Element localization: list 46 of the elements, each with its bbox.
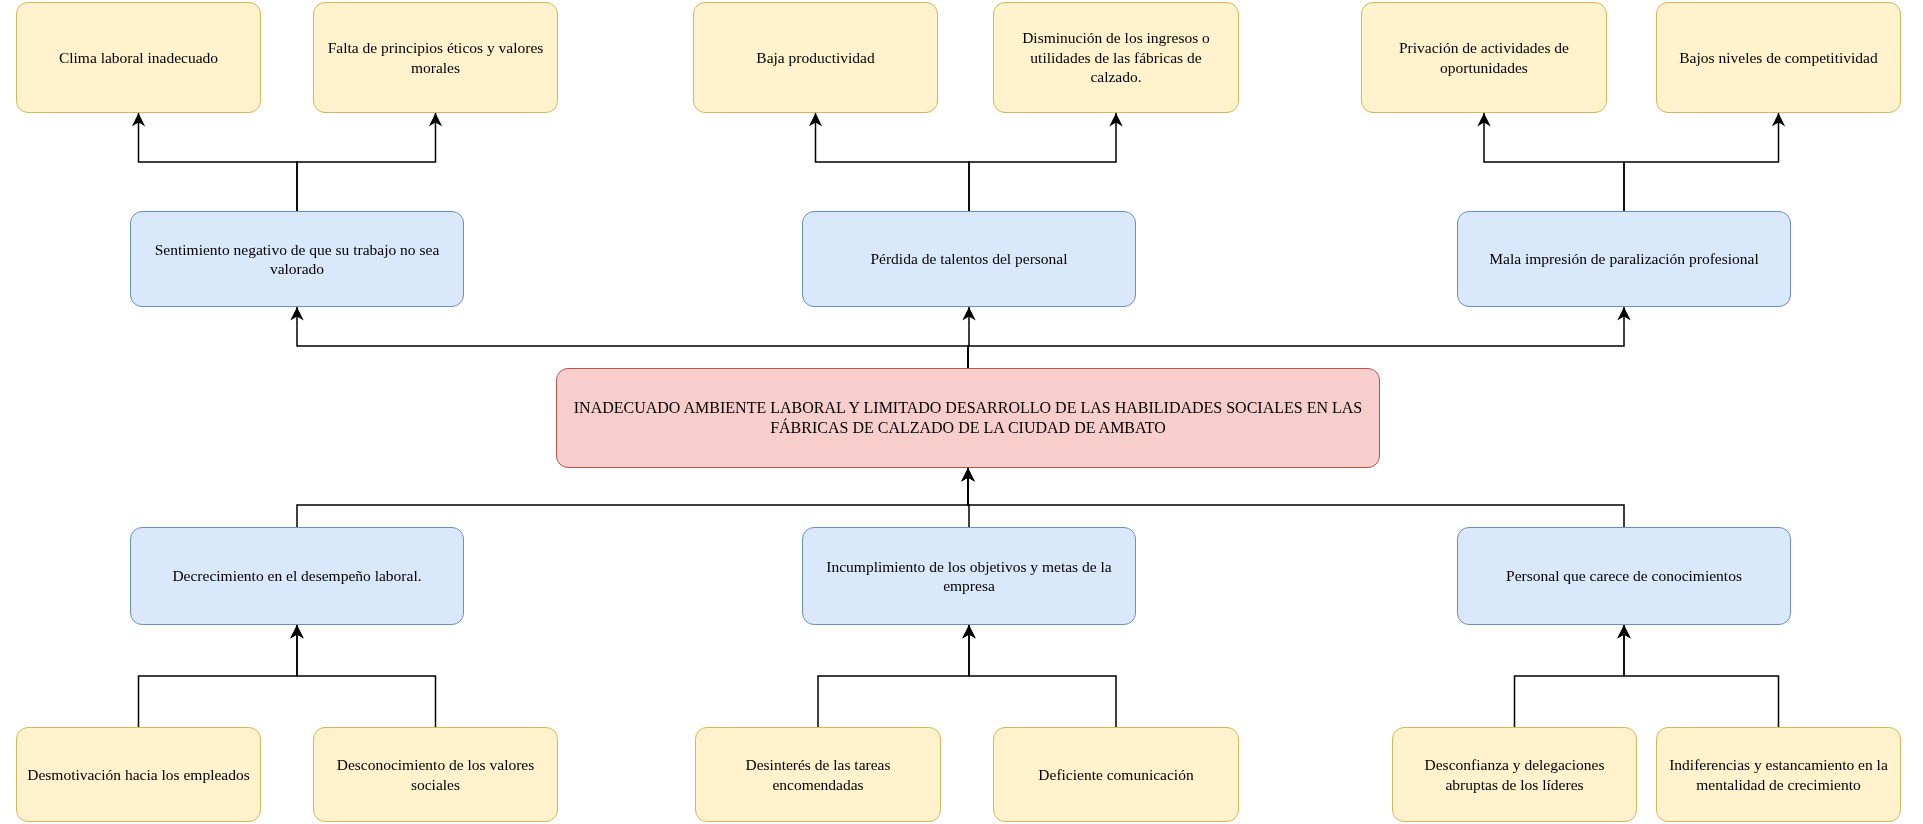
box-text: Privación de actividades de oportunidades [1398, 38, 1570, 77]
cause-box [695, 727, 941, 822]
arrow [962, 624, 1117, 728]
cause-box [1457, 211, 1791, 307]
arrow [1623, 112, 1786, 212]
box-text: Mala impresión de paralización profesional [1489, 249, 1759, 269]
box-text: Falta de principios éticos y valores morales [326, 38, 545, 77]
box-text: INADECUADO AMBIENTE LABORAL Y LIMITADO DESARROLLO DE LAS HABILIDADES SOCIALES EN LAS FÁBRICAS DE CALZADO DE LA CIUDAD DE AMBATO [572, 398, 1364, 438]
effect-box [1361, 2, 1607, 113]
arrow [1617, 624, 1780, 728]
box-text: Desconfianza y delegaciones abruptas de los líderes [1423, 755, 1606, 794]
cause-box [802, 211, 1136, 307]
box-text: Bajos niveles de competitividad [1679, 47, 1878, 68]
cause-box [130, 527, 464, 625]
arrow [296, 112, 443, 212]
box-text: Desinterés de las tareas encomendadas [744, 755, 892, 794]
box-text: Decrecimiento en el desempeño laboral. [172, 566, 422, 586]
cause-box [1457, 527, 1791, 625]
arrow [967, 306, 1631, 369]
box-text: Incumplimiento de los objetivos y metas de la empresa [825, 556, 1113, 596]
box-text: Pérdida de talentos del personal [870, 249, 1068, 269]
arrow [968, 112, 1123, 212]
effect-box [693, 2, 938, 113]
cause-box [16, 727, 261, 822]
cause-box [993, 727, 1239, 822]
box-text: Deficiente comunicación [1038, 764, 1194, 785]
effect-box [16, 2, 261, 113]
arrow [961, 467, 1625, 528]
box-text: Disminución de los ingresos o utilidades de las fábricas de calzado. [1021, 28, 1211, 87]
cause-box [130, 211, 464, 307]
arrow [290, 624, 437, 728]
cause-box [313, 727, 558, 822]
problem-box [556, 368, 1380, 468]
box-text: Personal que carece de conocimientos [1506, 566, 1742, 586]
cause-box [1392, 727, 1637, 822]
box-text: Clima laboral inadecuado [58, 47, 219, 68]
effect-box [1656, 2, 1901, 113]
cause-box [1656, 727, 1901, 822]
effect-box [993, 2, 1239, 113]
cause-box [802, 527, 1136, 625]
box-text: Desmotivación hacia los empleados [27, 764, 250, 785]
box-text: Indiferencias y estancamiento en la mentalidad de crecimiento [1668, 755, 1889, 794]
box-text: Baja productividad [756, 47, 875, 68]
box-text: Sentimiento negativo de que su trabajo no sea valorado [153, 239, 441, 279]
box-text: Desconocimiento de los valores sociales [335, 755, 536, 794]
effect-box [313, 2, 558, 113]
